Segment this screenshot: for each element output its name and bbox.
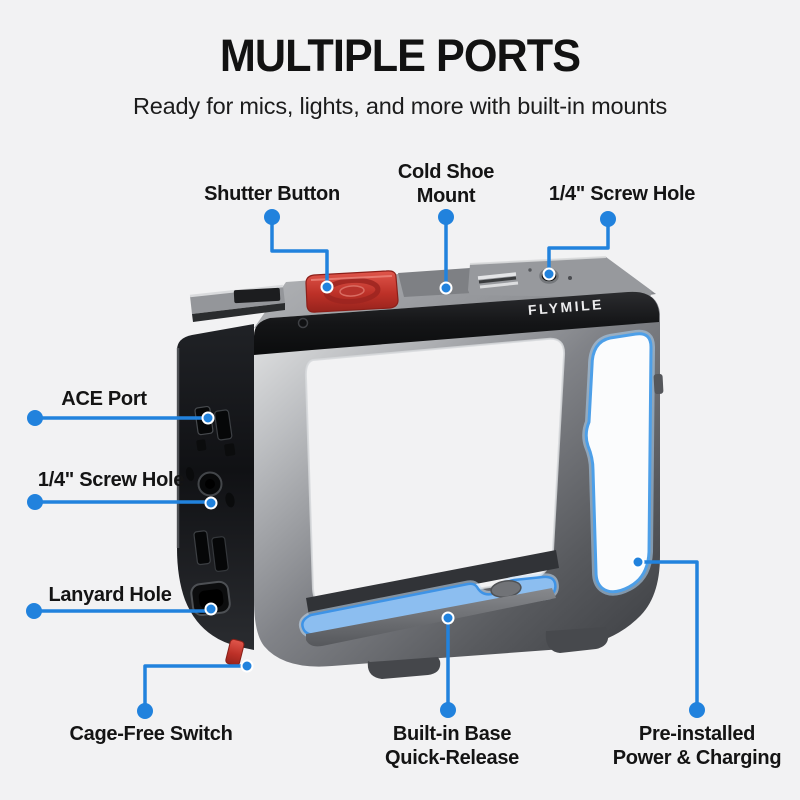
callout-builtin-base: Built-in Base Quick-Release [322, 722, 582, 770]
side-slots [193, 530, 229, 572]
plate-edge-highlight [469, 256, 607, 265]
callout-builtin-base-line1: Built-in Base [392, 723, 512, 745]
cage-foot-right [545, 627, 609, 653]
callout-ace-port: ACE Port [61, 388, 147, 410]
callout-shutter-button: Shutter Button [204, 183, 340, 205]
cage-foot-left [367, 657, 441, 679]
brand-text: FLYMILE [527, 296, 604, 318]
line-cage-free-switch [143, 664, 246, 711]
camera-cage: FLYMILE [176, 256, 664, 679]
cold-shoe-rails [477, 272, 519, 289]
callout-builtin-base-line2: Quick-Release [385, 747, 519, 769]
callout-cold-shoe-line2: Mount [416, 185, 476, 207]
page-subtitle: Ready for mics, lights, and more with bu… [132, 93, 668, 119]
base-recess [306, 550, 559, 616]
page-title: MULTIPLE PORTS [219, 30, 581, 81]
base-front-lip [306, 588, 556, 647]
quick-release-base-plate [298, 573, 559, 639]
cage-top-bar [254, 291, 659, 355]
line-screw-top [547, 219, 610, 272]
shutter-button [305, 270, 399, 313]
callout-lines [34, 217, 699, 711]
cage-frame-ring [254, 291, 660, 667]
callout-lanyard-hole: Lanyard Hole [48, 584, 172, 606]
line-pre-installed [639, 560, 699, 710]
callout-screw-hole-left: 1/4" Screw Hole [37, 469, 185, 491]
top-right-plate [468, 257, 652, 298]
top-left-shoe-rail [189, 284, 285, 322]
callout-cage-free-switch: Cage-Free Switch [69, 723, 233, 745]
cold-shoe-mount [398, 268, 472, 297]
ace-port [194, 405, 236, 457]
quarter-screw-hole-left [185, 467, 235, 508]
callout-dots [26, 209, 705, 719]
hinge-pivot [297, 317, 309, 329]
callout-cold-shoe: Cold Shoe Mount [346, 160, 546, 208]
callout-screw-hole-top: 1/4" Screw Hole [548, 183, 696, 205]
power-contact-panel [582, 329, 656, 596]
line-shutter-button [270, 217, 329, 286]
callout-pre-installed-line2: Power & Charging [612, 747, 782, 769]
callout-pre-installed: Pre-installed Power & Charging [557, 722, 800, 770]
right-edge-hinge [653, 373, 664, 395]
callout-pre-installed-line1: Pre-installed [638, 723, 756, 745]
callout-cold-shoe-line1: Cold Shoe [397, 161, 495, 183]
